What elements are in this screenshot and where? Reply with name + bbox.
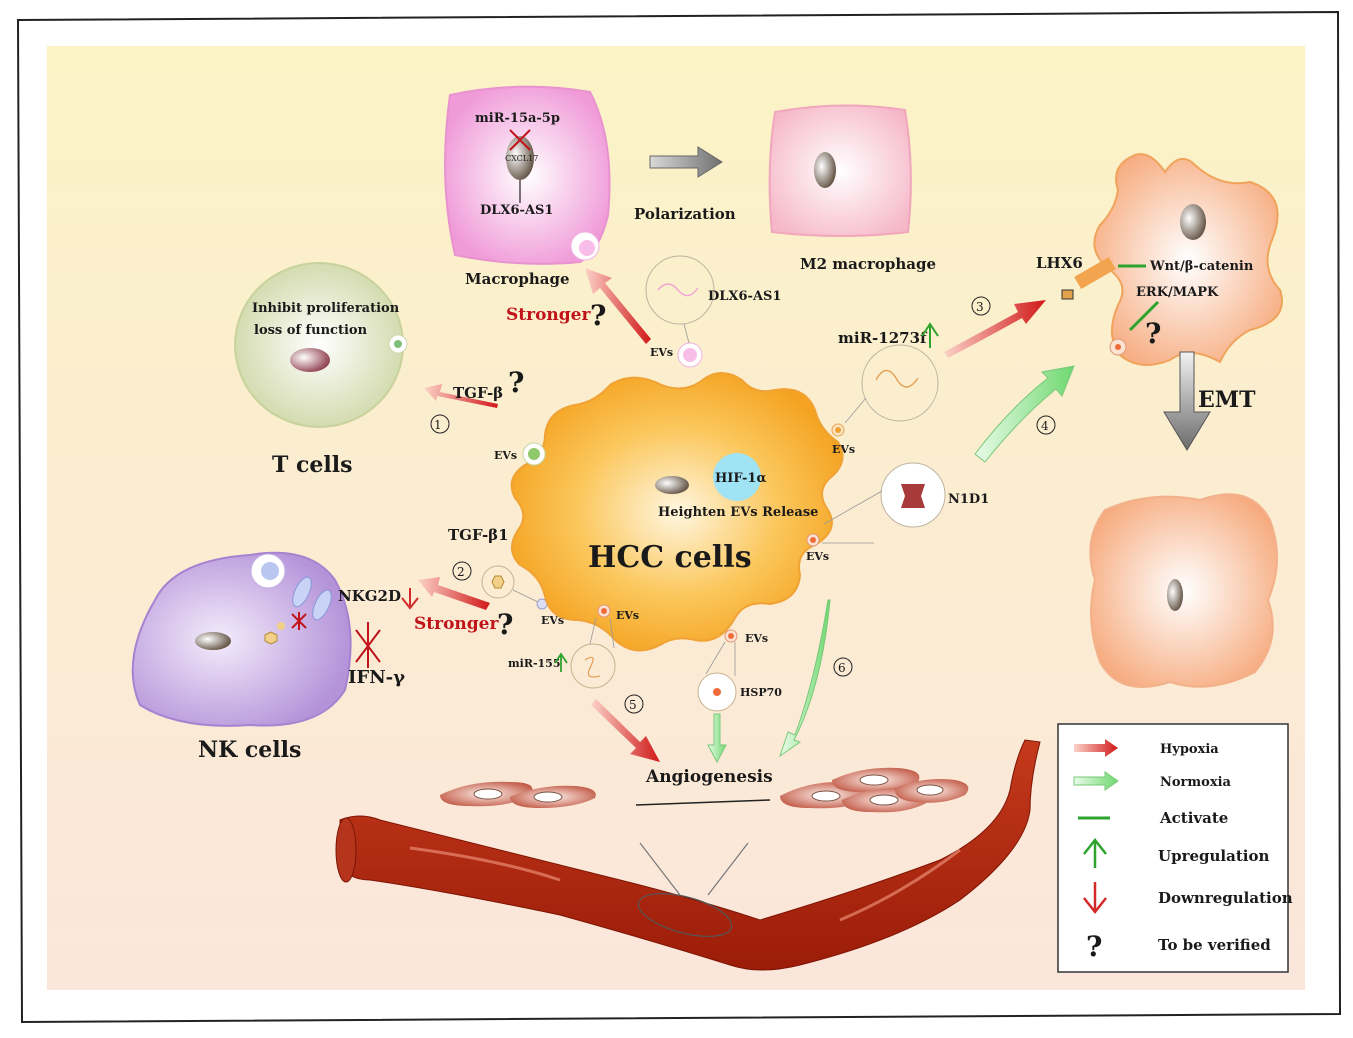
evs-n1d1: EVs [806, 550, 829, 563]
macrophage-cell [444, 85, 611, 265]
legend: ? [1057, 723, 1289, 973]
t-cell [234, 262, 408, 428]
step4-normoxia-arrow [974, 365, 1075, 463]
emt-label: EMT [1198, 387, 1256, 413]
legend-normoxia: Normoxia [1160, 775, 1232, 790]
ifng-label: IFN-γ [348, 667, 405, 688]
mir1273f-up-arrow [921, 322, 939, 348]
polarization-label: Polarization [634, 205, 736, 223]
step-4: 4 [1041, 419, 1049, 433]
angiogenesis-label: Angiogenesis [645, 767, 773, 787]
tgfb1-arrow [418, 577, 490, 610]
target-cell-top [1061, 153, 1283, 366]
endothelial-cells [440, 767, 969, 813]
step5-hypoxia-arrow [591, 699, 660, 762]
erk-question: ? [1145, 317, 1161, 350]
mir1273f-label: miR-1273f [838, 329, 928, 347]
mesenchymal-cell [1089, 493, 1278, 688]
nk-cells-label: NK cells [198, 737, 301, 763]
legend-up-arrow [1083, 837, 1107, 868]
inhibit-text-2: loss of function [254, 323, 368, 338]
evs-mir155: EVs [616, 609, 639, 622]
t-cells-label: T cells [272, 452, 353, 478]
step-1: 1 [434, 418, 442, 432]
cxcl17-label: CXCL17 [505, 154, 538, 163]
hcc-cells-label: HCC cells [588, 540, 752, 575]
legend-verify: To be verified [1158, 936, 1271, 954]
n1d1-label: N1D1 [948, 492, 989, 507]
tgfb1-label: TGF-β1 [448, 526, 509, 544]
stronger-mac-question: ? [590, 299, 606, 332]
blood-vessel [335, 739, 1041, 971]
evs-mir1273f: EVs [832, 443, 855, 456]
ifng-block [355, 622, 381, 668]
dlx6-label-ev: DLX6-AS1 [708, 289, 781, 304]
evs-t: EVs [494, 449, 517, 462]
wnt-label: Wnt/β-catenin [1149, 259, 1254, 274]
step-2: 2 [457, 565, 465, 579]
legend-normoxia-arrow [1073, 771, 1119, 791]
legend-hypoxia: Hypoxia [1160, 742, 1219, 757]
step-3: 3 [976, 300, 984, 314]
lhx6-label: LHX6 [1036, 254, 1083, 272]
m2-macrophage-label: M2 macrophage [800, 255, 936, 273]
emt-arrow [1163, 351, 1211, 451]
legend-activate: Activate [1159, 809, 1228, 827]
evs-macrophage: EVs [650, 346, 673, 359]
erk-label: ERK/MAPK [1136, 285, 1219, 300]
mir155-label: miR-155 [508, 657, 561, 670]
step3-hypoxia-arrow [944, 300, 1046, 358]
hsp70-label: HSP70 [740, 686, 782, 699]
mir155-up-arrow [554, 652, 568, 672]
evs-hsp70: EVs [745, 632, 768, 645]
hsp70-normoxia-arrow [707, 713, 727, 764]
tgfb-arrow [424, 384, 498, 408]
nkg2d-down-arrow [401, 588, 419, 610]
legend-hypoxia-arrow [1074, 739, 1118, 757]
inhibit-text-1: Inhibit proliferation [252, 301, 400, 316]
polarization-arrow [649, 146, 723, 178]
heighten-label: Heighten EVs Release [658, 505, 818, 520]
hcc-cell [510, 372, 844, 652]
nk-cell [131, 551, 352, 727]
evs-nk: EVs [541, 614, 564, 627]
dlx6-label-macrophage: DLX6-AS1 [480, 203, 553, 218]
step6-normoxia-arrow [779, 599, 831, 758]
step-6: 6 [838, 661, 846, 675]
legend-downregulation: Downregulation [1158, 889, 1293, 907]
nkg2d-label: NKG2D [338, 587, 401, 605]
hif-label: HIF-1α [715, 471, 766, 486]
mir15a-label: miR-15a-5p [475, 111, 560, 126]
tgfb-question: ? [508, 366, 524, 399]
legend-question-mark: ? [1086, 930, 1102, 963]
macrophage-label: Macrophage [465, 270, 570, 288]
tgfb-label: TGF-β [453, 384, 503, 402]
macrophage-hypoxia-arrow [585, 268, 651, 344]
legend-upregulation: Upregulation [1158, 847, 1269, 865]
stronger-nk-question: ? [497, 608, 513, 641]
stronger-mac: Stronger [506, 305, 591, 325]
legend-down-arrow [1083, 882, 1107, 915]
stronger-nk: Stronger [414, 614, 499, 634]
m2-macrophage-cell [768, 104, 912, 237]
step-5: 5 [629, 698, 637, 712]
